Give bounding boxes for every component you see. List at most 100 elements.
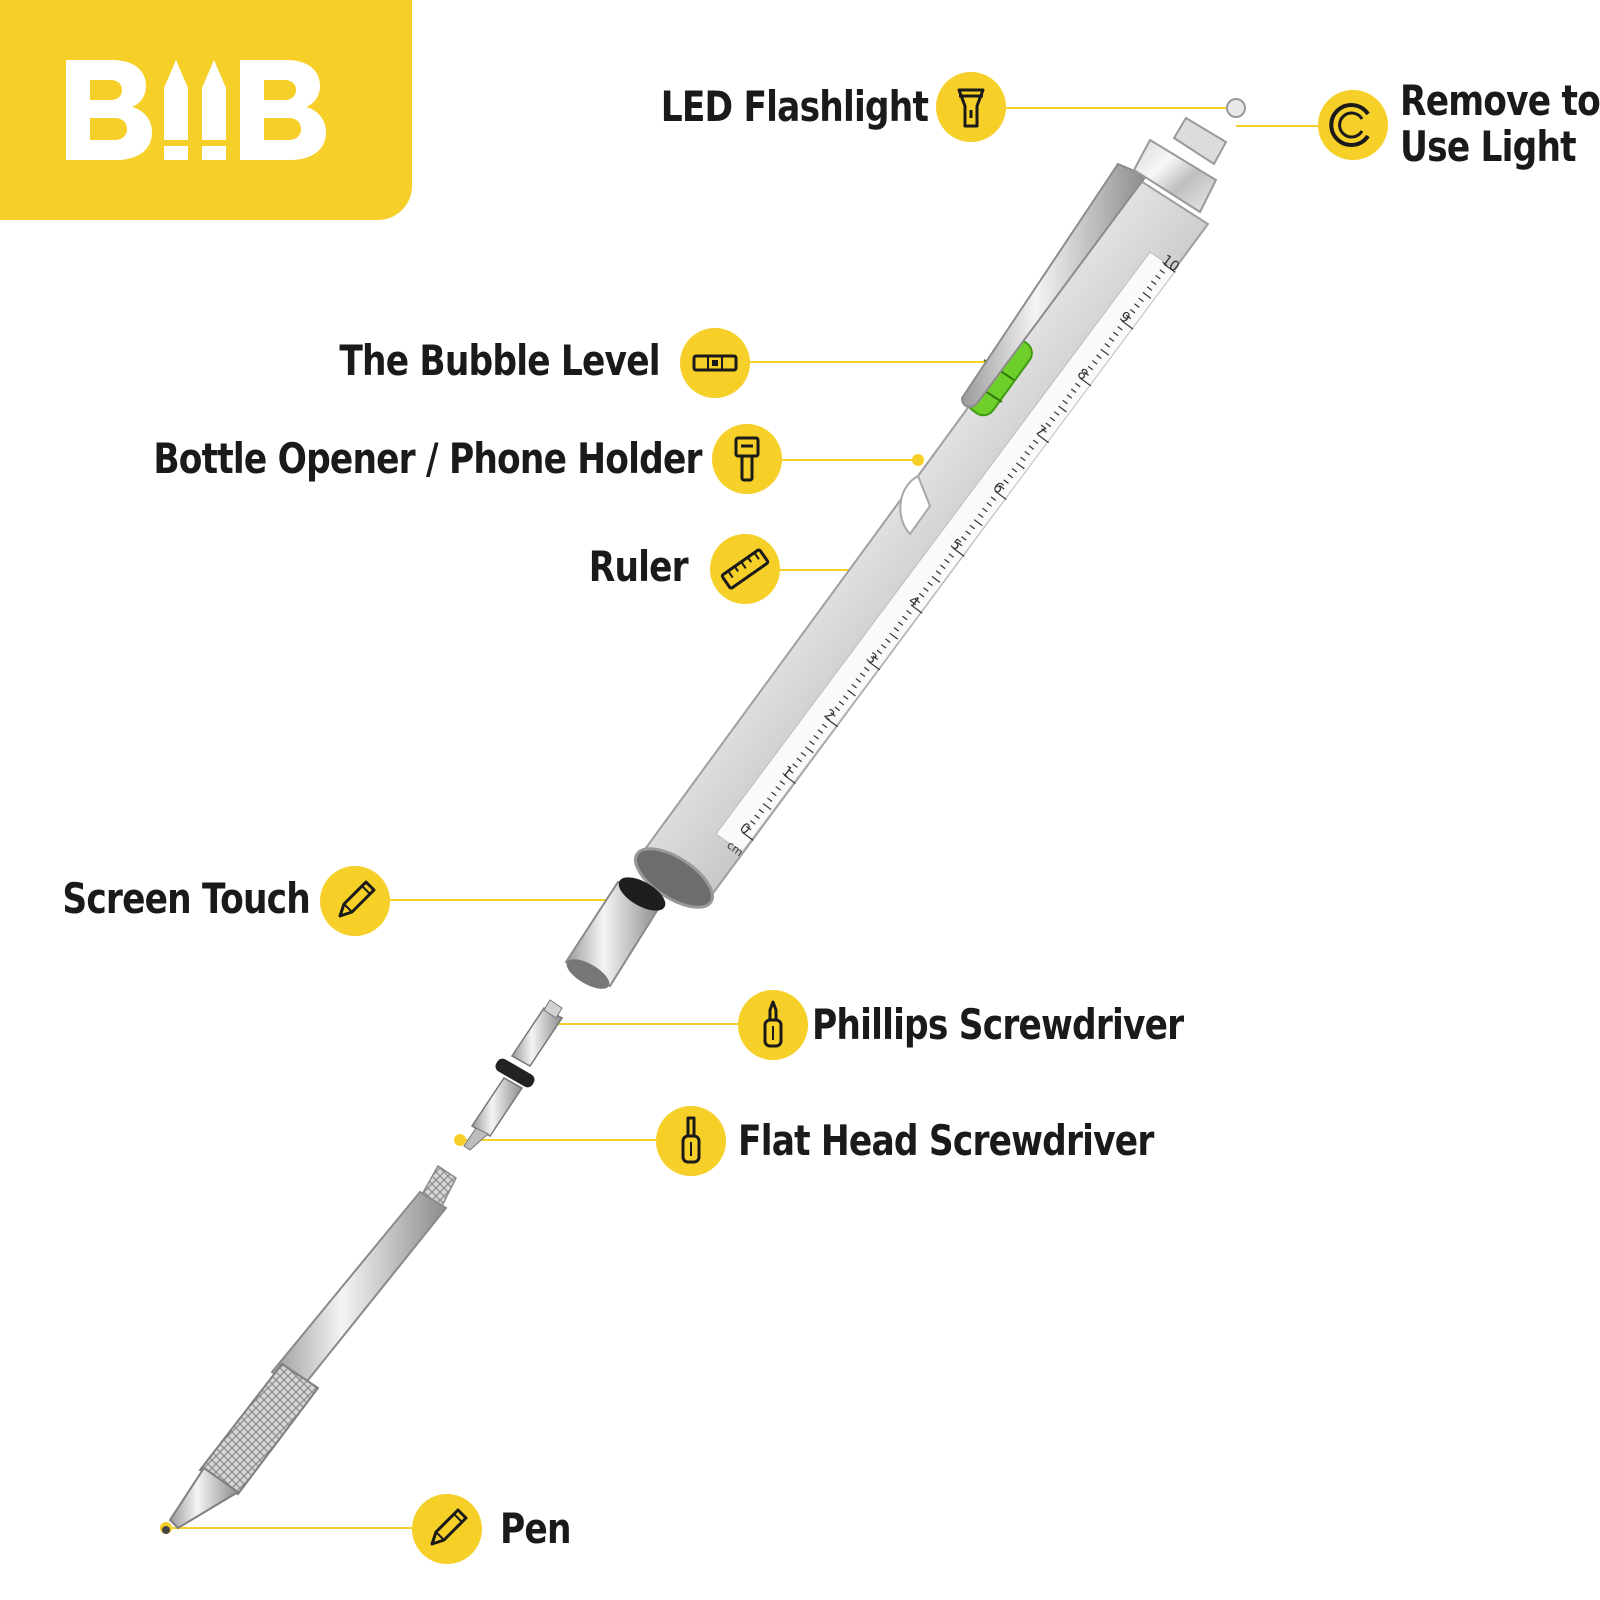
ruler-tick: [817, 729, 824, 734]
ruler-tick: [1007, 473, 1014, 479]
bubble-level-badge: [680, 328, 750, 398]
ruler-tick: [1134, 303, 1140, 308]
ruler-tick: [876, 649, 883, 655]
ruler-tick: [910, 604, 923, 614]
twist-cap-badge: [1318, 90, 1388, 160]
ruler-icon: [720, 548, 770, 590]
ruler-tick: [918, 592, 925, 598]
ruler-tick: [939, 564, 946, 570]
ruler-tick: [872, 655, 878, 660]
ruler-tick: [931, 575, 941, 583]
ruler-tick: [864, 666, 870, 672]
pen-badge: [412, 1494, 482, 1564]
ruler-tick: [1159, 269, 1165, 274]
ruler-tick: [788, 769, 794, 774]
flashlight-badge: [936, 72, 1006, 142]
ruler-tick: [868, 661, 881, 671]
ruler-tick: [1091, 360, 1098, 365]
ruler-tick: [1053, 411, 1060, 416]
ruler-tick: [1003, 479, 1009, 484]
ruler-tick: [982, 507, 988, 513]
ruler-tick: [1087, 365, 1094, 371]
ruler-tick: [1011, 467, 1018, 473]
ruler-tick: [965, 530, 971, 536]
ruler-tick: [1020, 456, 1026, 462]
ruler-tick: [935, 570, 942, 575]
callout-label-led-flashlight: LED Flashlight: [660, 82, 929, 131]
ruler-tick: [1129, 308, 1136, 314]
ruler-tick: [948, 553, 954, 558]
callout-label-bubble-level: The Bubble Level: [339, 336, 661, 385]
ruler-tick: [923, 587, 929, 592]
ruler-tick: [944, 558, 950, 564]
ruler-tick: [800, 751, 807, 757]
ruler-tick: [1070, 388, 1077, 394]
ruler-tick: [977, 513, 984, 518]
pen-tip-section: [162, 1164, 457, 1534]
ruler-tick: [766, 797, 773, 802]
flat-screwdriver-icon: [681, 1116, 701, 1164]
ruler-tick: [1015, 462, 1025, 470]
ruler-tick: [851, 683, 857, 689]
ruler-tick: [809, 740, 815, 746]
ruler-tick: [1121, 320, 1134, 330]
ruler-tick: [813, 734, 819, 740]
ruler-tick: [855, 678, 862, 683]
ruler-tick: [973, 519, 983, 527]
ruler-tick: [758, 808, 765, 814]
flat-screwdriver-badge: [656, 1106, 726, 1176]
ruler-tick: [1100, 348, 1110, 356]
ruler-tick: [796, 757, 803, 763]
ruler-tick: [1117, 325, 1123, 331]
remove-label-line1: Remove to: [1400, 76, 1600, 125]
ruler-scale: [741, 263, 1176, 841]
ruler-tick: [1125, 314, 1132, 320]
callout-label-screen-touch: Screen Touch: [62, 874, 310, 923]
ruler-tick: [889, 632, 899, 640]
ruler-tick: [1108, 337, 1115, 342]
ruler-tick: [838, 700, 845, 706]
callout-label-remove-to-use-light: Remove to Use Light: [1400, 78, 1600, 170]
bubble-level-icon: [692, 354, 738, 372]
callout-label-flat-head-screwdriver: Flat Head Screwdriver: [738, 1116, 1154, 1165]
ruler-tick: [906, 609, 912, 615]
ruler-tick: [1024, 450, 1030, 456]
ruler-tick: [1150, 280, 1157, 286]
ruler-tick: [885, 638, 891, 643]
ruler-tick: [826, 717, 838, 728]
remove-label-line2: Use Light: [1400, 122, 1577, 171]
bottle-opener-badge: [712, 424, 782, 494]
ruler-tick: [1041, 428, 1047, 433]
stylus-badge: [320, 866, 390, 936]
brand-logo-block: [0, 0, 412, 220]
phillips-screwdriver-icon: [763, 1000, 783, 1048]
ruler-tick: [1155, 274, 1161, 280]
ruler-tick: [792, 763, 798, 768]
ruler-tick: [1049, 416, 1056, 422]
brand-logo: [66, 60, 326, 160]
flashlight-icon: [957, 88, 985, 128]
leader-lines: [166, 107, 1320, 1529]
ruler-tick: [783, 774, 796, 785]
ruler-tick: [1066, 394, 1073, 399]
ruler-tick: [994, 490, 1007, 501]
callout-label-ruler: Ruler: [588, 542, 689, 591]
pen-icon: [430, 1508, 468, 1546]
ruler-tick: [1096, 354, 1102, 359]
ruler-tick: [927, 581, 933, 587]
callout-label-phillips-screwdriver: Phillips Screwdriver: [812, 1000, 1184, 1049]
ruler-tick: [952, 547, 965, 557]
ruler-tick: [880, 644, 887, 649]
ruler-tick: [804, 746, 814, 754]
bottle-opener-icon: [734, 436, 760, 482]
ruler-tick: [1032, 439, 1039, 445]
ruler-tick: [999, 485, 1005, 490]
ruler-tick: [1104, 343, 1111, 348]
ruler-tick: [1045, 422, 1052, 428]
ruler-tick: [834, 706, 841, 712]
ruler-tick: [956, 541, 963, 547]
ruler-tick: [1028, 445, 1035, 450]
ruler-tick: [1075, 382, 1081, 388]
ruler-tick: [830, 712, 836, 717]
